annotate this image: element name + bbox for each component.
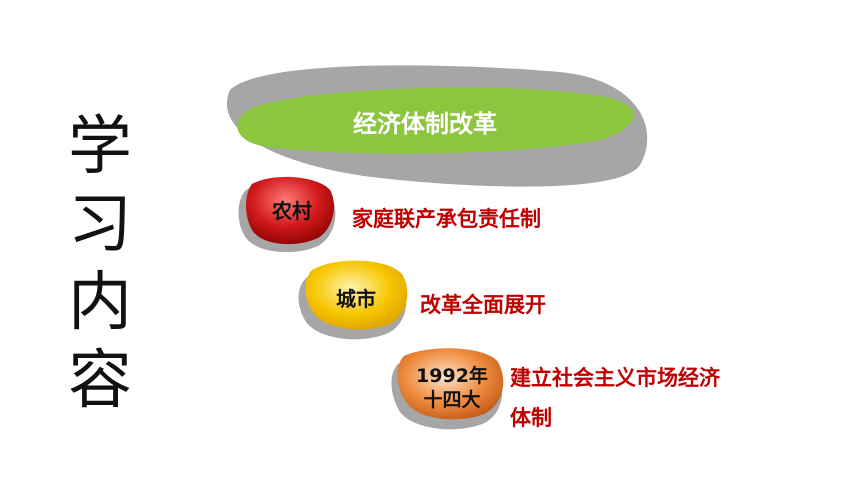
item-rural-text: 家庭联产承包责任制: [352, 207, 541, 231]
title-char: 习: [68, 188, 132, 262]
badge-urban-label: 城市: [336, 287, 376, 311]
badge-1992-label: 1992年 十四大: [404, 364, 500, 412]
badge-1992-line1: 1992年: [416, 365, 488, 387]
vertical-title: 学 习 内 容: [62, 108, 138, 420]
banner-label: 经济体制改革: [353, 110, 497, 138]
item-1992-text-line2: 体制: [510, 406, 552, 430]
title-char: 容: [68, 344, 132, 418]
title-char: 内: [68, 266, 132, 340]
item-1992-text: 建立社会主义市场经济 体制: [510, 358, 810, 438]
title-char: 学: [68, 110, 132, 184]
item-1992-text-line1: 建立社会主义市场经济: [510, 366, 720, 390]
badge-1992-shape: [397, 348, 504, 420]
badge-rural-label: 农村: [272, 199, 312, 223]
badge-1992-line2: 十四大: [423, 389, 481, 411]
item-urban-text: 改革全面展开: [420, 293, 546, 317]
banner-leaf-shape: [237, 87, 634, 154]
badge-urban-shape: [305, 260, 408, 330]
badge-rural-shape: [246, 176, 334, 245]
